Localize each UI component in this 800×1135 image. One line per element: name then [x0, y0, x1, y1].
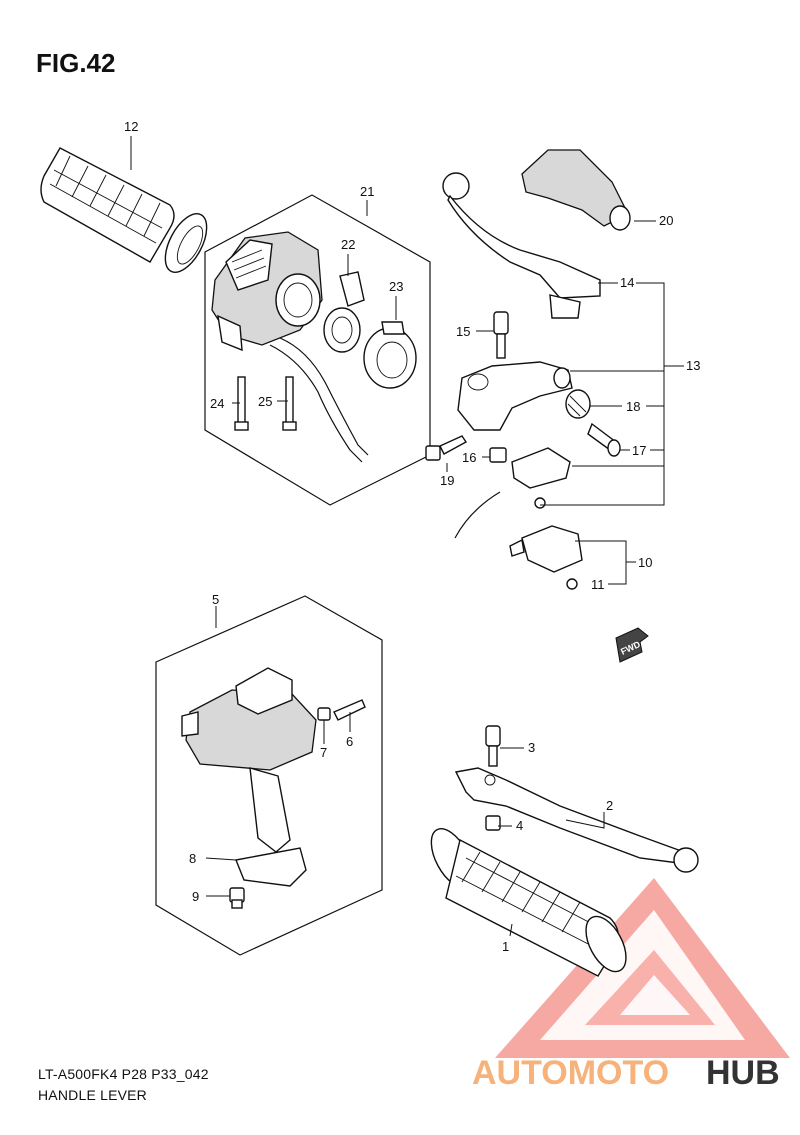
throttle-case-ring-part	[363, 321, 417, 389]
grip-left-part	[40, 147, 208, 273]
callout-labels: 12 21 22 23 24 25 20 14 15 13 18 17 16 1…	[124, 119, 700, 954]
callout-18: 18	[626, 399, 640, 414]
lever-boot-part	[521, 149, 631, 231]
switch-assembly-5-box	[155, 595, 383, 956]
callout-21: 21	[360, 184, 374, 199]
callout-2: 2	[606, 798, 613, 813]
throttle-housing-part	[211, 231, 369, 463]
brake-switch-13-part	[454, 447, 571, 539]
callout-3: 3	[528, 740, 535, 755]
callout-4: 4	[516, 818, 523, 833]
callout-16: 16	[462, 450, 476, 465]
watermark-logo	[495, 878, 790, 1058]
throttle-lever-part	[323, 271, 365, 353]
figure-title: FIG.42	[36, 48, 116, 78]
callout-5: 5	[212, 592, 219, 607]
grip-right-part	[430, 828, 627, 977]
callout-1: 1	[502, 939, 509, 954]
screw-6-part	[333, 699, 366, 721]
callout-12: 12	[124, 119, 138, 134]
bolt-17-part	[587, 422, 621, 457]
nut-7-part	[317, 707, 331, 721]
leader-lines	[130, 136, 684, 937]
bolt-3-part	[485, 725, 501, 767]
callout-9: 9	[192, 889, 199, 904]
callout-24: 24	[210, 396, 224, 411]
callout-19: 19	[440, 473, 454, 488]
clutch-lever-part	[454, 767, 699, 873]
callout-23: 23	[389, 279, 403, 294]
bolt-15-part	[493, 311, 509, 359]
callout-11: 11	[591, 577, 605, 592]
callout-13: 13	[686, 358, 700, 373]
callout-17: 17	[632, 443, 646, 458]
bolt-19-part	[425, 435, 468, 461]
callout-7: 7	[320, 745, 327, 760]
switch-10-part	[509, 525, 583, 590]
lever-holder-part	[457, 361, 573, 431]
nut-4-part	[485, 815, 501, 831]
callout-25: 25	[258, 394, 272, 409]
watermark-text: AUTOMOTO HUB	[472, 1054, 780, 1092]
model-code: LT-A500FK4 P28 P33_042	[38, 1066, 209, 1082]
callout-20: 20	[659, 213, 673, 228]
callout-14: 14	[620, 275, 634, 290]
screw-25-part	[282, 376, 297, 431]
callout-6: 6	[346, 734, 353, 749]
callout-10: 10	[638, 555, 652, 570]
choke-switch-part	[181, 667, 317, 887]
callout-22: 22	[341, 237, 355, 252]
watermark-text-hub: HUB	[706, 1054, 780, 1092]
brake-lever-upper-part	[442, 172, 601, 319]
callout-15: 15	[456, 324, 470, 339]
screw-24-part	[234, 376, 249, 431]
nut-9-part	[229, 887, 245, 909]
forward-direction-badge: FWD	[615, 627, 649, 663]
watermark-text-automoto: AUTOMOTO	[472, 1054, 669, 1092]
callout-8: 8	[189, 851, 196, 866]
nut-16-part	[489, 447, 507, 463]
adjuster-18-part	[565, 389, 591, 419]
section-name: HANDLE LEVER	[38, 1087, 147, 1103]
